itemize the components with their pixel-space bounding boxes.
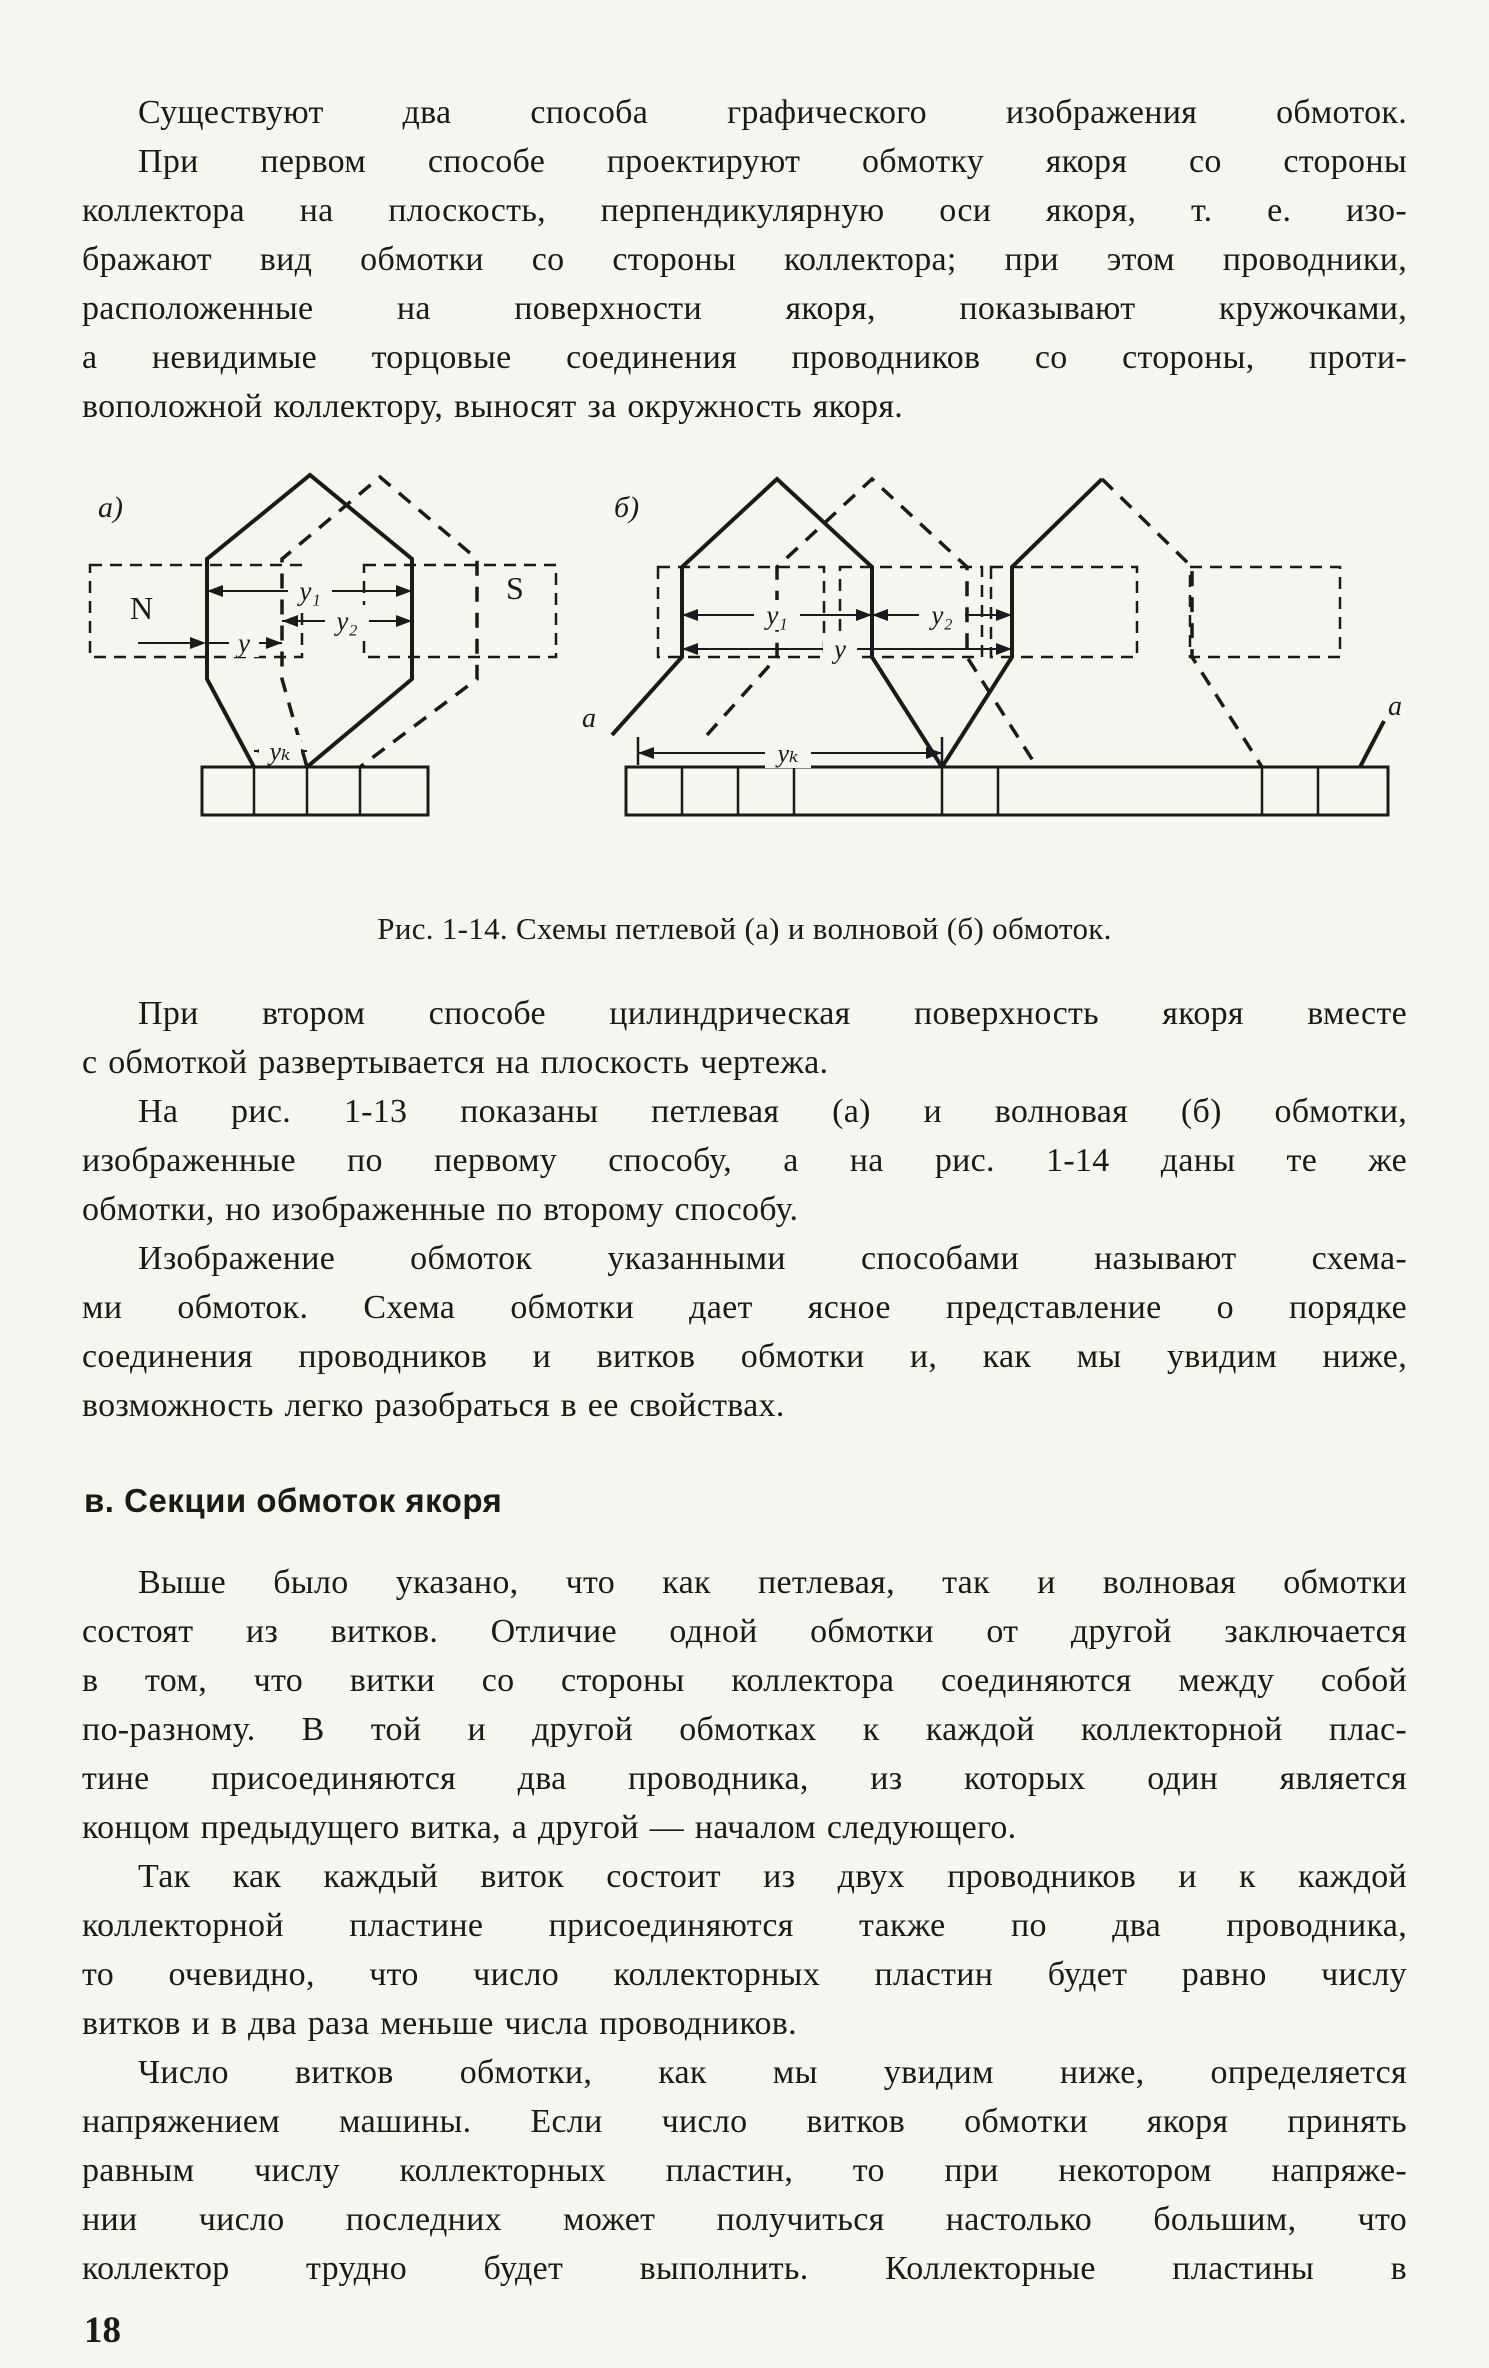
winding-schematic-drawing: а) N S bbox=[88, 472, 1402, 817]
text-line: расположенные на поверхности якоря, пока… bbox=[82, 290, 1407, 327]
dimension-y1-b: y₁ bbox=[682, 600, 872, 630]
pole-box-4 bbox=[1188, 565, 1342, 659]
section-heading: в. Секции обмоток якоря bbox=[84, 1482, 503, 1519]
label-a-left: а bbox=[582, 703, 596, 734]
text-line: бражают вид обмотки со стороны коллектор… bbox=[82, 241, 1407, 278]
figure-b-wave-winding: б) а а bbox=[582, 476, 1402, 817]
dimension-y1-a: y₁ bbox=[207, 573, 412, 606]
paragraph: Число витков обмотки, как мы увидим ниже… bbox=[82, 2048, 1407, 2293]
text-line: Изображение обмоток указанными способами… bbox=[138, 1240, 1407, 1277]
text-line: Число витков обмотки, как мы увидим ниже… bbox=[138, 2054, 1407, 2091]
text-line: напряжением машины. Если число витков об… bbox=[82, 2103, 1407, 2140]
loop-coil-dashed bbox=[280, 474, 479, 769]
pole-s-box bbox=[362, 563, 558, 659]
wave-coil-dashed-continuation bbox=[1100, 477, 1264, 768]
wave-coil-solid-2 bbox=[940, 477, 1104, 769]
dimension-yk-a: yₖ bbox=[254, 735, 307, 766]
pole-box-2 bbox=[838, 565, 984, 659]
text-line: коллекторной пластине присоединяются так… bbox=[82, 1907, 1407, 1944]
text-line: Выше было указано, что как петлевая, так… bbox=[138, 1564, 1407, 1601]
loop-coil-solid bbox=[205, 472, 414, 769]
paragraph: На рис. 1-13 показаны петлевая (а) и вол… bbox=[82, 1087, 1407, 1234]
paragraph: Существуют два способа графического изоб… bbox=[82, 88, 1407, 137]
paragraph: При первом способе проектируют обмотку я… bbox=[82, 137, 1407, 431]
text-line: а невидимые торцовые соединения проводни… bbox=[82, 339, 1407, 376]
commutator-b bbox=[624, 765, 1390, 817]
text-line: состоят из витков. Отличие одной обмотки… bbox=[82, 1613, 1407, 1650]
text-line: На рис. 1-13 показаны петлевая (а) и вол… bbox=[138, 1093, 1407, 1130]
paragraph: Изображение обмоток указанными способами… bbox=[82, 1234, 1407, 1430]
pole-box-3 bbox=[989, 565, 1139, 659]
pole-s-label: S bbox=[506, 570, 524, 606]
text-line: то очевидно, что число коллекторных плас… bbox=[82, 1956, 1407, 1993]
text-line: Так как каждый виток состоит из двух про… bbox=[138, 1858, 1407, 1895]
commutator-a bbox=[200, 765, 430, 817]
text-line: возможность легко разобраться в ее свойс… bbox=[82, 1387, 785, 1424]
figure-caption: Рис. 1-14. Схемы петлевой (а) и волновой… bbox=[377, 911, 1112, 946]
text-line: коллектор трудно будет выполнить. Коллек… bbox=[82, 2250, 1407, 2287]
wave-exit-line bbox=[1358, 720, 1386, 768]
text-line: равным числу коллекторных пластин, то пр… bbox=[82, 2152, 1407, 2189]
paragraph: Так как каждый виток состоит из двух про… bbox=[82, 1852, 1407, 2048]
text-line: нии число последних может получиться нас… bbox=[82, 2201, 1407, 2238]
dimension-y-a: y bbox=[138, 627, 282, 658]
text-line: воположной коллектору, выносят за окружн… bbox=[82, 388, 904, 425]
label-y1-a: y₁ bbox=[296, 576, 320, 606]
pole-box-1 bbox=[656, 565, 826, 659]
label-yk-a: yₖ bbox=[266, 737, 290, 766]
text-line: концом предыдущего витка, а другой — нач… bbox=[82, 1809, 1017, 1846]
figure-a-loop-winding: а) N S bbox=[88, 472, 558, 817]
pole-n-label: N bbox=[130, 590, 153, 626]
dimension-y2-a: y₂ bbox=[282, 605, 412, 636]
text-line: с обмоткой развертывается на плоскость ч… bbox=[82, 1044, 829, 1081]
label-y-b: y bbox=[831, 634, 846, 664]
text-line: При втором способе цилиндрическая поверх… bbox=[138, 995, 1407, 1032]
text-line: При первом способе проектируют обмотку я… bbox=[138, 143, 1407, 180]
figure-1-14: а) N S bbox=[82, 467, 1407, 947]
label-a-right: а bbox=[1388, 691, 1402, 722]
subfigure-a-marker: а) bbox=[98, 491, 123, 524]
label-y2-b: y₂ bbox=[928, 600, 952, 630]
paragraph: При втором способе цилиндрическая поверх… bbox=[82, 989, 1407, 1087]
wave-coil-dashed-back bbox=[705, 476, 1039, 768]
text-line: обмотки, но изображенные по второму спос… bbox=[82, 1191, 799, 1228]
text-line: Существуют два способа графического изоб… bbox=[138, 94, 1407, 131]
page-number: 18 bbox=[84, 2310, 121, 2351]
dimension-yk-b: yₖ bbox=[636, 737, 944, 768]
text-line: соединения проводников и витков обмотки … bbox=[82, 1338, 1407, 1375]
label-yk-b: yₖ bbox=[774, 739, 798, 768]
dimension-y-b: y bbox=[682, 634, 1012, 664]
text-line: коллектора на плоскость, перпендикулярну… bbox=[82, 192, 1407, 229]
pole-n-box bbox=[88, 563, 304, 659]
subfigure-b-marker: б) bbox=[614, 491, 639, 524]
paragraph: Выше было указано, что как петлевая, так… bbox=[82, 1558, 1407, 1852]
text-line: изображенные по первому способу, а на ри… bbox=[82, 1142, 1407, 1179]
text-line: в том, что витки со стороны коллектора с… bbox=[82, 1662, 1407, 1699]
label-y2-a: y₂ bbox=[333, 606, 357, 636]
text-line: витков и в два раза меньше числа проводн… bbox=[82, 2005, 797, 2042]
label-y1-b: y₁ bbox=[763, 600, 787, 630]
wave-coil-solid-1 bbox=[610, 476, 944, 769]
text-line: ми обмоток. Схема обмотки дает ясное пре… bbox=[82, 1289, 1407, 1326]
text-line: по-разному. В той и другой обмотках к ка… bbox=[82, 1711, 1407, 1748]
label-y-a: y bbox=[235, 628, 250, 658]
text-line: тине присоединяются два проводника, из к… bbox=[82, 1760, 1407, 1797]
dimension-y2-b: y₂ bbox=[872, 600, 1012, 630]
